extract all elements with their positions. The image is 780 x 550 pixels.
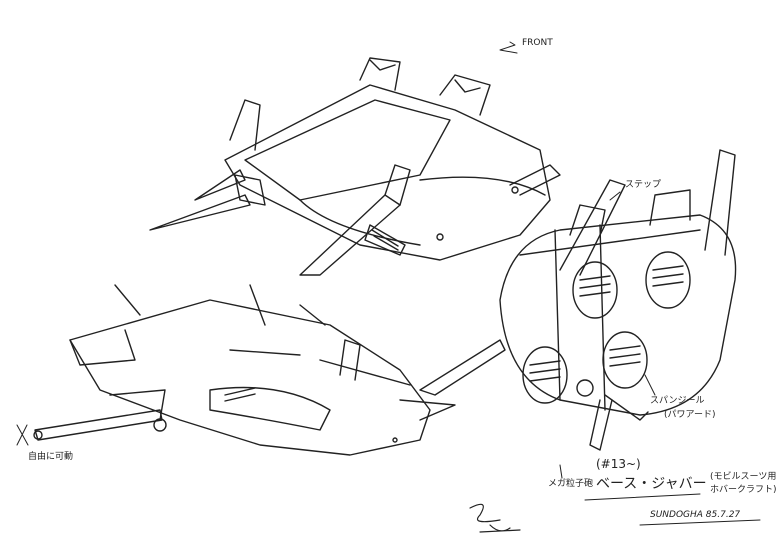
step-label: ステップ bbox=[625, 180, 662, 190]
subtitle-line-1: (モビルスーツ用 bbox=[710, 472, 777, 482]
front-label: FRONT bbox=[522, 38, 553, 48]
artist-signature bbox=[469, 503, 521, 533]
number-label: (#13~) bbox=[596, 457, 641, 471]
spanjiru-label: スパンジール bbox=[650, 396, 705, 406]
free-move-label: 自由に可動 bbox=[28, 452, 74, 462]
craft-front-view bbox=[419, 149, 737, 451]
annotation-marks bbox=[16, 41, 761, 526]
mega-particle-label: メガ粒子砲 bbox=[548, 479, 594, 489]
craft-side-view bbox=[33, 284, 456, 456]
subtitle-line-2: ホバークラフト) bbox=[710, 485, 777, 495]
craft-title: ベース・ジャバー bbox=[596, 476, 707, 492]
studio-date: SUNDOGHA 85.7.27 bbox=[650, 510, 741, 520]
craft-top-view bbox=[149, 57, 561, 276]
powered-label: (パワアード) bbox=[664, 410, 716, 420]
